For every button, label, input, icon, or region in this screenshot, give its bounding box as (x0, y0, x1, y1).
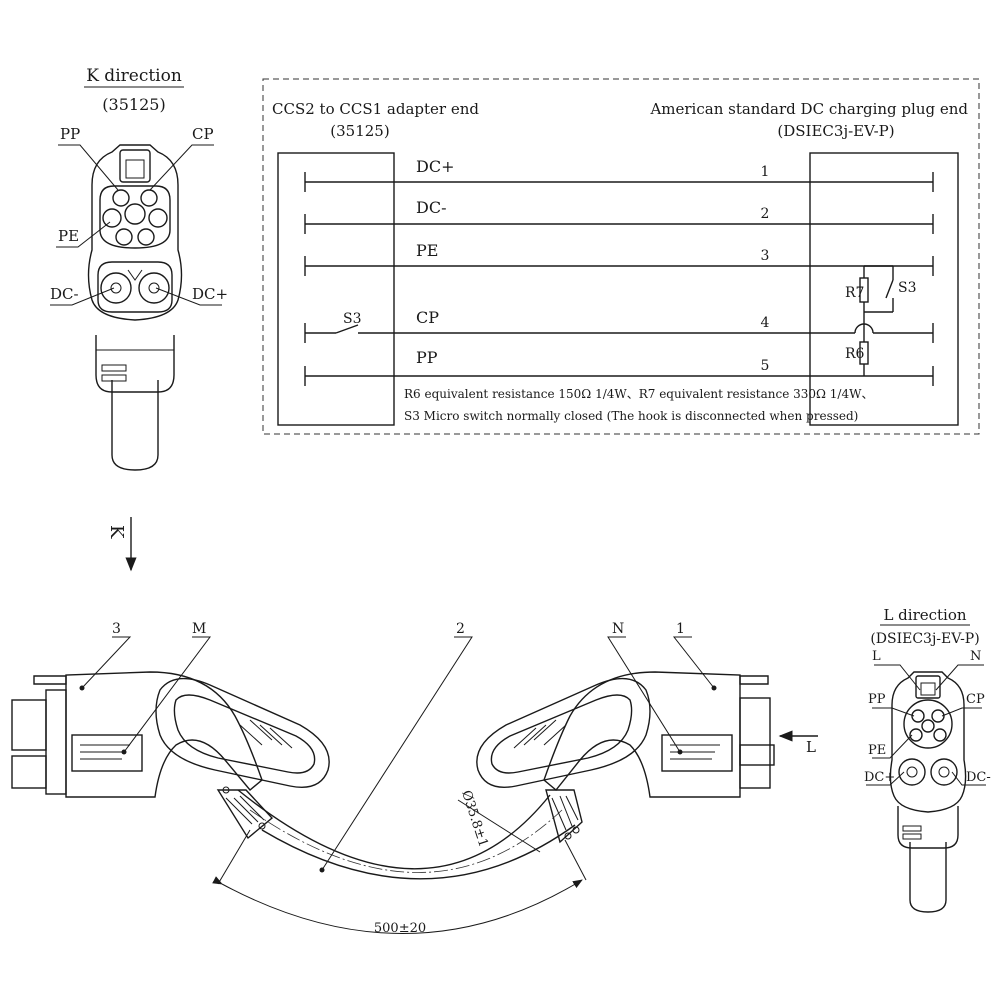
k-view-title: K direction (86, 66, 182, 86)
k-label-pp: PP (60, 125, 80, 143)
left-connector (11, 671, 330, 840)
wiring-note-line2: S3 Micro switch normally closed (The hoo… (404, 409, 858, 423)
label-r7: R7 (845, 285, 864, 301)
wire-num-1: 1 (761, 164, 770, 180)
switch-s3-left: S3 (343, 311, 362, 327)
l-view-code: (DSIEC3j-EV-P) (870, 631, 979, 647)
label-r6: R6 (845, 346, 865, 362)
wiring-left-code: (35125) (330, 122, 389, 140)
wiring-right-title: American standard DC charging plug end (649, 100, 968, 118)
wire-num-2: 2 (761, 206, 770, 222)
wiring-right-code: (DSIEC3j-EV-P) (777, 122, 894, 140)
wire-cp: S3 CP 4 (304, 308, 934, 343)
l-label-dc-minus: DC- (966, 770, 991, 785)
wiring-diagram: CCS2 to CCS1 adapter end (35125) America… (262, 78, 980, 435)
adapter-end-box (277, 152, 395, 426)
callout-2-leader (321, 636, 473, 871)
callout-m: M (192, 621, 206, 637)
wire-num-5: 5 (761, 358, 770, 374)
wire-name-dc-plus: DC+ (416, 157, 454, 176)
assembly-view: L 3 M 2 N 1 Ø35.8±1 500±20 (11, 621, 818, 936)
callout-3: 3 (112, 621, 121, 637)
diameter-dim: Ø35.8±1 (458, 789, 490, 850)
right-connector (476, 671, 775, 844)
wire-dc-plus: DC+ 1 (304, 157, 934, 192)
wiring-frame (262, 78, 980, 435)
l-arrow-label: L (806, 738, 816, 756)
wire-dc-minus: DC- 2 (304, 198, 934, 234)
callout-1-leader (672, 636, 715, 689)
l-label-pp: PP (868, 692, 886, 707)
wire-name-cp: CP (416, 308, 439, 327)
wire-num-4: 4 (761, 315, 770, 331)
k-label-cp: CP (192, 125, 214, 143)
callout-m-leader (123, 636, 211, 753)
l-label-dc-plus: DC+ (864, 770, 895, 785)
label-s3-right: S3 (898, 280, 917, 296)
l-label-n: N (970, 649, 981, 664)
k-direction-view: K direction (35125) (50, 66, 228, 572)
l-label-pe: PE (868, 743, 886, 758)
k-label-pe: PE (58, 227, 79, 245)
callout-3-leader (81, 636, 132, 689)
l-label-cp: CP (966, 692, 985, 707)
wire-name-pp: PP (416, 348, 438, 367)
wiring-note-line1: R6 equivalent resistance 150Ω 1/4W、R7 eq… (404, 387, 873, 401)
wire-name-pe: PE (416, 241, 438, 260)
length-dim: 500±20 (374, 921, 426, 936)
l-plug-face (889, 671, 967, 913)
k-arrow-label: K (106, 525, 127, 539)
switch-s3-right (885, 279, 894, 299)
resistor-network: R7 S3 R6 (845, 265, 917, 376)
l-view-title: L direction (883, 606, 966, 624)
callout-1: 1 (676, 621, 685, 637)
callout-n-leader (607, 636, 681, 753)
l-label-l: L (872, 649, 881, 664)
cable-bottom-edge (261, 824, 576, 880)
wire-name-dc-minus: DC- (416, 198, 446, 217)
wire-num-3: 3 (761, 248, 770, 264)
l-direction-view: L direction (DSIEC3j-EV-P) (864, 606, 991, 913)
wiring-left-title: CCS2 to CCS1 adapter end (272, 100, 479, 118)
cable-centerline (249, 809, 563, 873)
diameter-dim-line (457, 799, 541, 853)
k-label-dc-plus: DC+ (192, 285, 228, 303)
k-view-code: (35125) (102, 95, 165, 114)
plug-end-box (809, 152, 959, 426)
callout-n: N (612, 621, 624, 637)
callout-2: 2 (456, 621, 465, 637)
k-plug-face (87, 144, 183, 471)
cable-top-edge (237, 789, 551, 870)
wire-pe: PE 3 (304, 241, 934, 276)
k-label-dc-minus: DC- (50, 285, 79, 303)
wire-pp: PP 5 (304, 348, 934, 386)
length-dim-arc (212, 876, 583, 934)
